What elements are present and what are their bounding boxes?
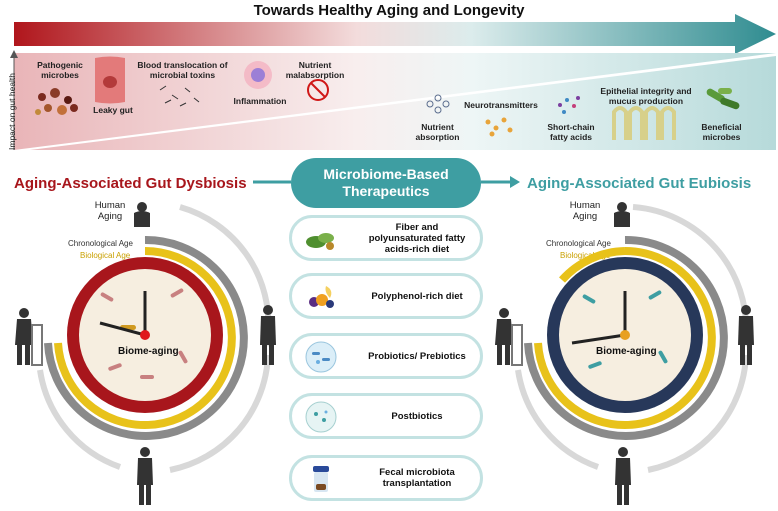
- therapy-fiber-diet: Fiber and polyunsaturated fatty acids-ri…: [289, 215, 483, 261]
- therapy-fmt: Fecal microbiota transplantation: [289, 455, 483, 501]
- therapy-polyphenol-diet: Polyphenol-rich diet: [289, 273, 483, 319]
- human-aging-label: Human Aging: [569, 200, 601, 222]
- neurotransmitter-icon: [485, 117, 513, 137]
- vegetables-icon: [306, 233, 334, 250]
- no-food-icon: [307, 79, 329, 101]
- chronological-age-label: Chronological Age: [68, 239, 133, 248]
- microbes-icon: [35, 88, 78, 115]
- human-figure-icon: [495, 202, 754, 505]
- page-title: Towards Healthy Aging and Longevity: [253, 2, 525, 19]
- scfa-icon: [558, 96, 580, 114]
- therapy-label: Postbiotics: [391, 410, 443, 422]
- human-figure-icon: [15, 202, 276, 505]
- progress-arrow: [14, 14, 776, 54]
- label-epithelial-integrity: Epithelial integrity and mucus productio…: [600, 86, 692, 106]
- beneficial-microbes-icon: [706, 88, 740, 110]
- therapy-label: Fiber and polyunsaturated fatty acids-ri…: [368, 221, 466, 255]
- biome-aging-label: Biome-aging: [118, 346, 179, 357]
- petri-dish-icon: [305, 341, 337, 373]
- label-nutrient-malabsorption: Nutrient malabsorption: [285, 60, 345, 80]
- eubiosis-heading: Aging-Associated Gut Eubiosis: [527, 175, 752, 192]
- therapy-label: Probiotics/ Prebiotics: [368, 350, 466, 362]
- label-neurotransmitters: Neurotransmitters: [464, 100, 538, 110]
- inflammation-icon: [244, 61, 272, 89]
- therapy-probiotics: Probiotics/ Prebiotics: [289, 333, 483, 379]
- therapy-label: Polyphenol-rich diet: [371, 290, 463, 302]
- nutrient-molecule-icon: [426, 94, 450, 114]
- band-icons: [35, 56, 740, 140]
- label-scfa: Short-chain fatty acids: [547, 122, 595, 142]
- chronological-age-label: Chronological Age: [546, 239, 611, 248]
- right-clock-graphic: [495, 202, 754, 505]
- leaky-gut-cell-icon: [95, 56, 125, 104]
- fruits-icon: [309, 286, 334, 308]
- label-nutrient-absorption: Nutrient absorption: [415, 122, 460, 142]
- therapy-label: Fecal microbiota transplantation: [379, 467, 455, 489]
- therapy-postbiotics: Postbiotics: [289, 393, 483, 439]
- human-aging-label: Human Aging: [94, 200, 126, 222]
- petri-dish-icon: [305, 401, 337, 433]
- biome-aging-label: Biome-aging: [596, 346, 657, 357]
- biological-age-label: Biological Age: [560, 251, 611, 260]
- dysbiosis-heading: Aging-Associated Gut Dysbiosis: [14, 175, 247, 192]
- toxins-icon: [159, 85, 200, 107]
- stool-jar-icon: [313, 466, 329, 492]
- label-beneficial-microbes: Beneficial microbes: [701, 122, 742, 142]
- left-clock-graphic: [15, 202, 276, 505]
- label-inflammation: Inflammation: [233, 96, 287, 106]
- label-leaky-gut: Leaky gut: [93, 105, 133, 115]
- label-pathogenic-microbes: Pathogenic microbes: [37, 60, 83, 80]
- therapeutics-title: Microbiome-Based Therapeutics: [291, 158, 481, 208]
- label-toxin-translocation: Blood translocation of microbial toxins: [137, 60, 228, 80]
- biological-age-label: Biological Age: [80, 251, 131, 260]
- villi-icon: [612, 106, 676, 140]
